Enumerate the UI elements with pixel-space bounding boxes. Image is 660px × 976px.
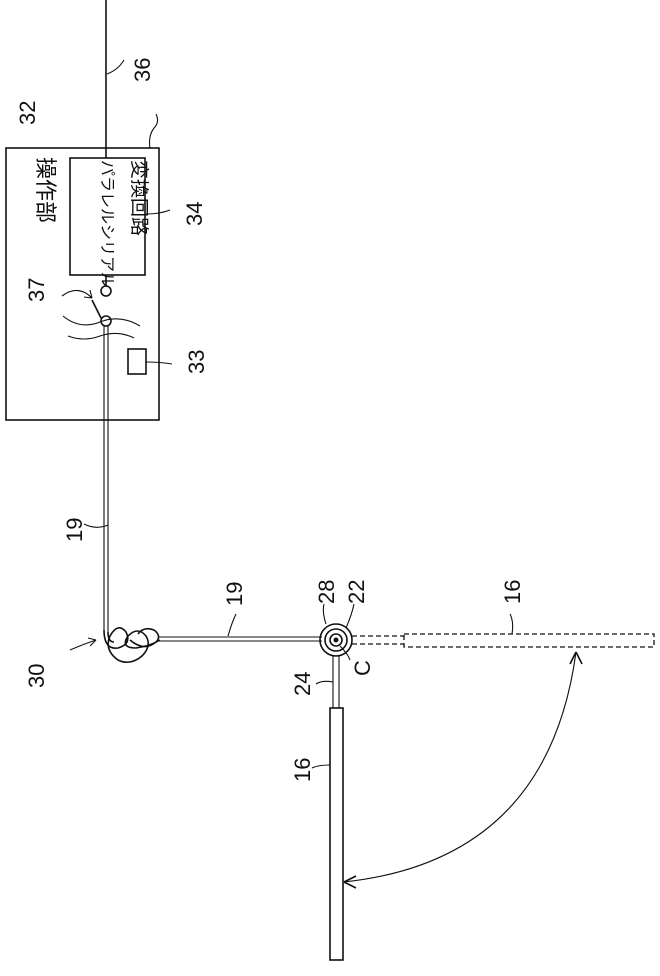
ref-34: 34 (182, 202, 207, 226)
leader-22 (346, 604, 354, 628)
leader-30 (70, 640, 96, 650)
ref-32: 32 (15, 101, 40, 125)
ref-30: 30 (24, 664, 49, 688)
ref-36: 36 (130, 58, 155, 82)
operation-unit-label: 操作部 (32, 157, 57, 223)
ref-16-hanging: 16 (290, 758, 315, 782)
leader-36 (107, 60, 124, 74)
rotation-arc (344, 652, 576, 882)
rod-16-hanging (330, 708, 343, 960)
leader-19b (228, 614, 236, 636)
converter-label-line1: パラレルシリアル (98, 160, 117, 288)
leader-28 (323, 604, 326, 624)
leader-24 (316, 681, 333, 684)
switch-arm (92, 300, 101, 318)
switch-leader-37 (62, 290, 92, 298)
ref-c: C (350, 660, 375, 676)
leader-16b (510, 614, 513, 634)
converter-label-line2: 変換回路 (128, 160, 150, 236)
break-wave-2 (68, 333, 134, 339)
ref-16-raised: 16 (500, 580, 525, 604)
ref-22: 22 (344, 580, 369, 604)
ref-19-vertical: 19 (62, 518, 87, 542)
button-33 (128, 349, 146, 374)
ref-33: 33 (184, 350, 209, 374)
ref-24: 24 (290, 672, 315, 696)
rod-16-raised (404, 634, 654, 647)
leader-32 (150, 114, 158, 148)
hinge-center-c (334, 638, 339, 643)
ref-28: 28 (314, 580, 339, 604)
ref-37: 37 (24, 278, 49, 302)
ref-19-horizontal: 19 (222, 582, 247, 606)
